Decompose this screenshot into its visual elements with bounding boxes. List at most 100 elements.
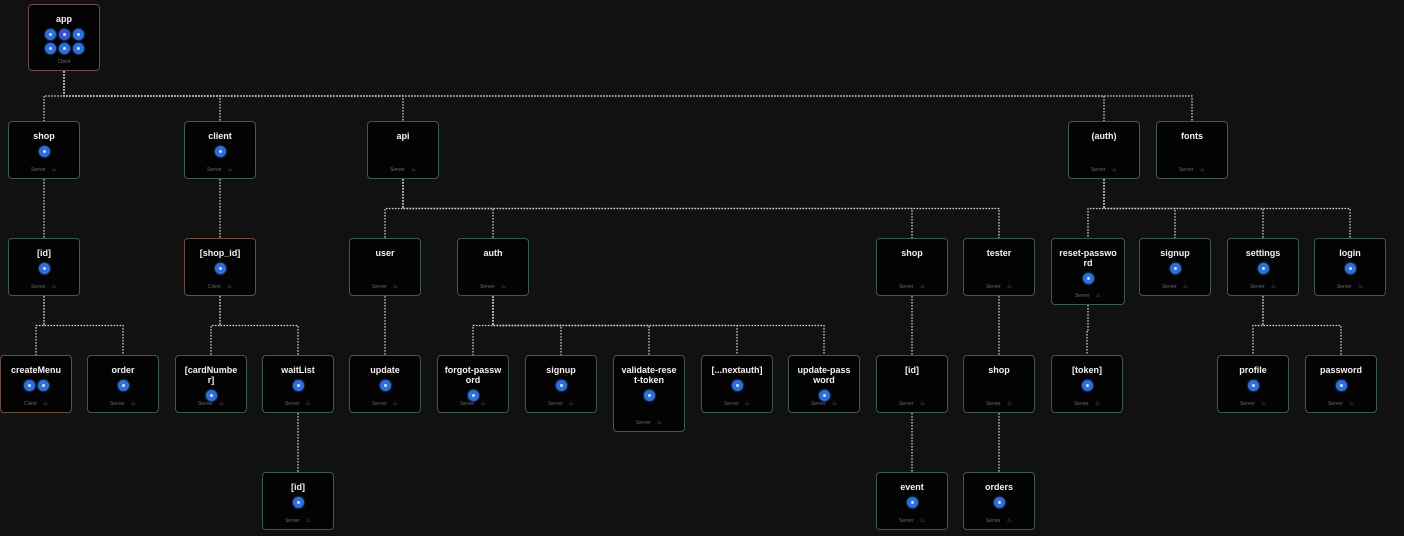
flame-icon: ♨: [656, 420, 663, 426]
flame-icon: ♨: [919, 518, 926, 524]
render-mode: Server♨: [458, 283, 528, 291]
route-node-label: update-password: [797, 365, 851, 385]
route-file-icons: [38, 263, 50, 274]
route-file-icons: [1169, 263, 1181, 274]
render-mode-label: Server: [30, 166, 46, 173]
route-node-label: [shop_id]: [199, 248, 241, 258]
render-mode-label: Server: [635, 419, 651, 426]
file-icon: [1335, 380, 1347, 391]
render-mode: Server ♨: [1052, 292, 1124, 300]
render-mode: Client ♨: [1, 400, 71, 408]
route-node-cardNumber[interactable]: [cardNumber]Server♨: [175, 355, 247, 413]
route-node-label: client: [208, 131, 232, 141]
render-mode-label: Server: [1327, 400, 1343, 407]
connector-auth-update_password: [492, 296, 825, 355]
route-node-label: reset-password: [1059, 248, 1117, 268]
render-mode-label: Server: [479, 283, 495, 290]
flame-icon: ♨: [831, 401, 838, 407]
file-icon: [23, 380, 35, 391]
route-node-client-shop-id[interactable]: [shop_id]Client♨: [184, 238, 256, 296]
render-mode: Server♨: [88, 400, 158, 408]
route-node-label: event: [900, 482, 924, 492]
render-mode: Server ♨: [1218, 400, 1288, 408]
route-node-auth-group[interactable]: (auth)Server♨: [1068, 121, 1140, 179]
route-node-nextauth[interactable]: [...nextauth]Server♨: [701, 355, 773, 413]
file-icon: [205, 390, 217, 401]
connector-client_shop_id-cardNumber: [210, 296, 221, 355]
render-mode: Server♨: [350, 400, 420, 408]
file-icon: [643, 390, 655, 401]
render-mode: Server♨: [1228, 283, 1298, 291]
render-mode-label: Server: [1249, 283, 1265, 290]
connector-auth_group-reset_password: [1087, 179, 1105, 238]
render-mode-label: Client: [23, 400, 37, 407]
route-node-label: [id]: [905, 365, 919, 375]
file-icon: [906, 497, 918, 508]
route-file-icons: [1247, 380, 1259, 391]
file-icon: [72, 43, 84, 54]
render-mode: Server♨: [1306, 400, 1376, 408]
file-icon: [117, 380, 129, 391]
render-mode: Server♨: [877, 400, 947, 408]
route-file-icons: [1081, 380, 1093, 391]
route-node-shop-id[interactable]: [id]Server♨: [8, 238, 80, 296]
file-icon: [1344, 263, 1356, 274]
route-node-token[interactable]: [token]Server♨: [1051, 355, 1123, 413]
connector-auth-forgot_password: [472, 296, 494, 355]
file-icon: [44, 43, 56, 54]
file-icon: [58, 29, 70, 40]
route-node-label: settings: [1245, 248, 1281, 258]
route-node-waitList-id[interactable]: [id]Server♨: [262, 472, 334, 530]
flame-icon: ♨: [1006, 518, 1013, 524]
route-node-label: [...nextauth]: [711, 365, 763, 375]
file-icon: [1081, 380, 1093, 391]
route-node-label: order: [111, 365, 135, 375]
connector-api-tester: [402, 179, 1000, 238]
render-mode: Server♨: [438, 400, 508, 408]
render-mode-label: Client: [57, 59, 71, 65]
route-node-label: update: [370, 365, 400, 375]
render-mode: Server♨: [368, 166, 438, 174]
flame-icon: ♨: [42, 401, 49, 407]
flame-icon: ♨: [1095, 293, 1102, 299]
render-mode: Server♨: [185, 166, 255, 174]
render-mode-label: Server: [1074, 292, 1090, 299]
render-mode-label: Server: [898, 283, 914, 290]
render-mode-label: Server: [459, 400, 475, 407]
flame-icon: ♨: [1260, 401, 1267, 407]
route-file-icons: [379, 380, 391, 391]
render-mode-label: Server: [898, 517, 914, 524]
route-node-api-shop-id[interactable]: [id] Server♨: [876, 355, 948, 413]
route-file-icons: [993, 497, 1005, 508]
route-file-icons: [731, 380, 743, 391]
render-mode-label: Server: [371, 400, 387, 407]
render-mode-label: Server: [1239, 400, 1255, 407]
route-node-label: profile: [1239, 365, 1267, 375]
